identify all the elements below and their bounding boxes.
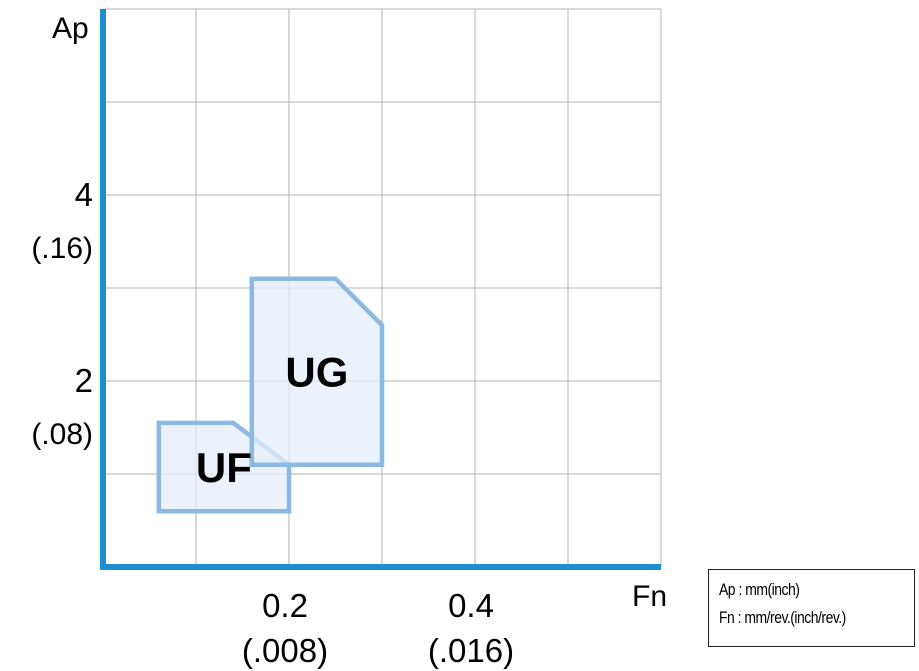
x-tick-label: 0.2 (262, 587, 308, 624)
grid (103, 8, 662, 567)
y-tick-sublabel: (.16) (31, 232, 93, 265)
tick-labels: 2 (.08) 4 (.16) 0.2 (.008) 0.4 (.016) (31, 176, 514, 669)
y-tick-sublabel: (.08) (31, 418, 93, 451)
y-axis-label: Ap (52, 12, 89, 45)
legend-fn-units: Fn : mm/rev.(inch/rev.) (719, 608, 846, 627)
legend-ap-units: Ap : mm(inch) (719, 580, 800, 599)
y-tick-label: 4 (75, 176, 93, 213)
x-tick-sublabel: (.016) (428, 632, 514, 669)
region-label-ug: UG (285, 349, 348, 396)
regions: UF UG (156, 276, 385, 514)
x-tick-sublabel: (.008) (242, 632, 328, 669)
axes (100, 9, 661, 570)
units-legend: Ap : mm(inch) Fn : mm/rev.(inch/rev.) (708, 569, 915, 647)
region-ug (249, 276, 385, 467)
y-tick-label: 2 (75, 362, 93, 399)
region-label-uf: UF (196, 444, 252, 491)
x-axis-label: Fn (632, 580, 667, 613)
x-tick-label: 0.4 (448, 587, 494, 624)
